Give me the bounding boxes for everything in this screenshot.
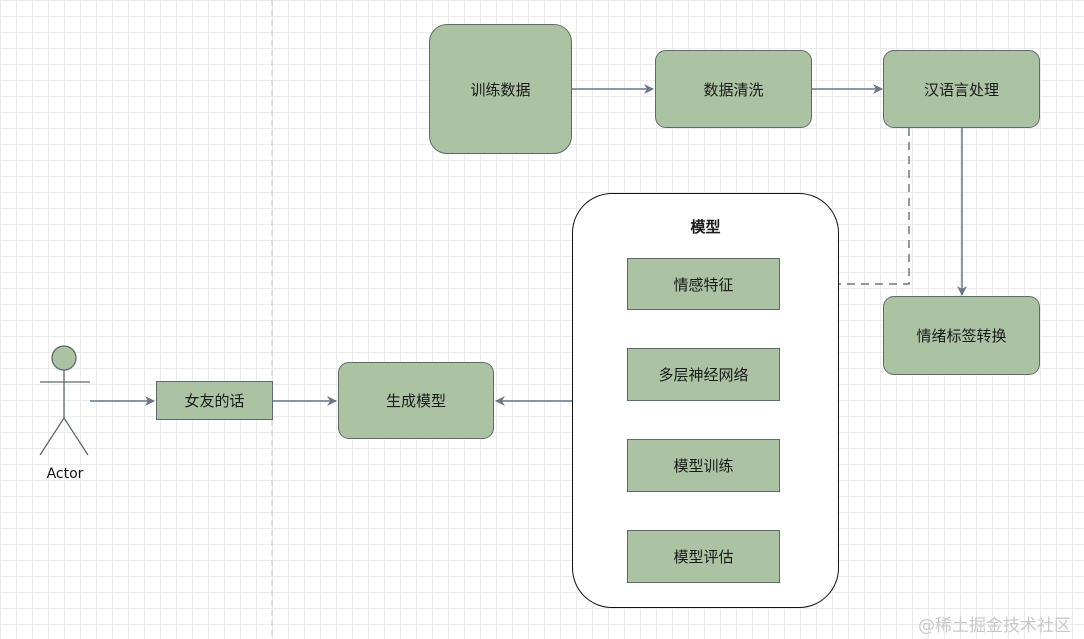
model-title: 模型 — [690, 218, 721, 236]
data-cleaning-node[interactable]: 数据清洗 — [655, 50, 812, 128]
model-evaluation-node[interactable]: 模型评估 — [627, 530, 780, 583]
emotion-feature-node[interactable]: 情感特征 — [627, 258, 780, 310]
emotion-label-conversion-node[interactable]: 情绪标签转换 — [883, 296, 1040, 375]
watermark: @稀土掘金技术社区 — [918, 616, 1071, 636]
multilayer-neural-network-node[interactable]: 多层神经网络 — [627, 348, 780, 401]
actor-label: Actor — [46, 466, 84, 482]
actor-figure[interactable] — [39, 345, 90, 456]
model-training-node[interactable]: 模型训练 — [627, 439, 780, 492]
chinese-nlp-node[interactable]: 汉语言处理 — [883, 50, 1040, 128]
generate-model-node[interactable]: 生成模型 — [338, 362, 494, 439]
girlfriend-words-node[interactable]: 女友的话 — [156, 381, 273, 420]
training-data-node[interactable]: 训练数据 — [429, 24, 572, 154]
